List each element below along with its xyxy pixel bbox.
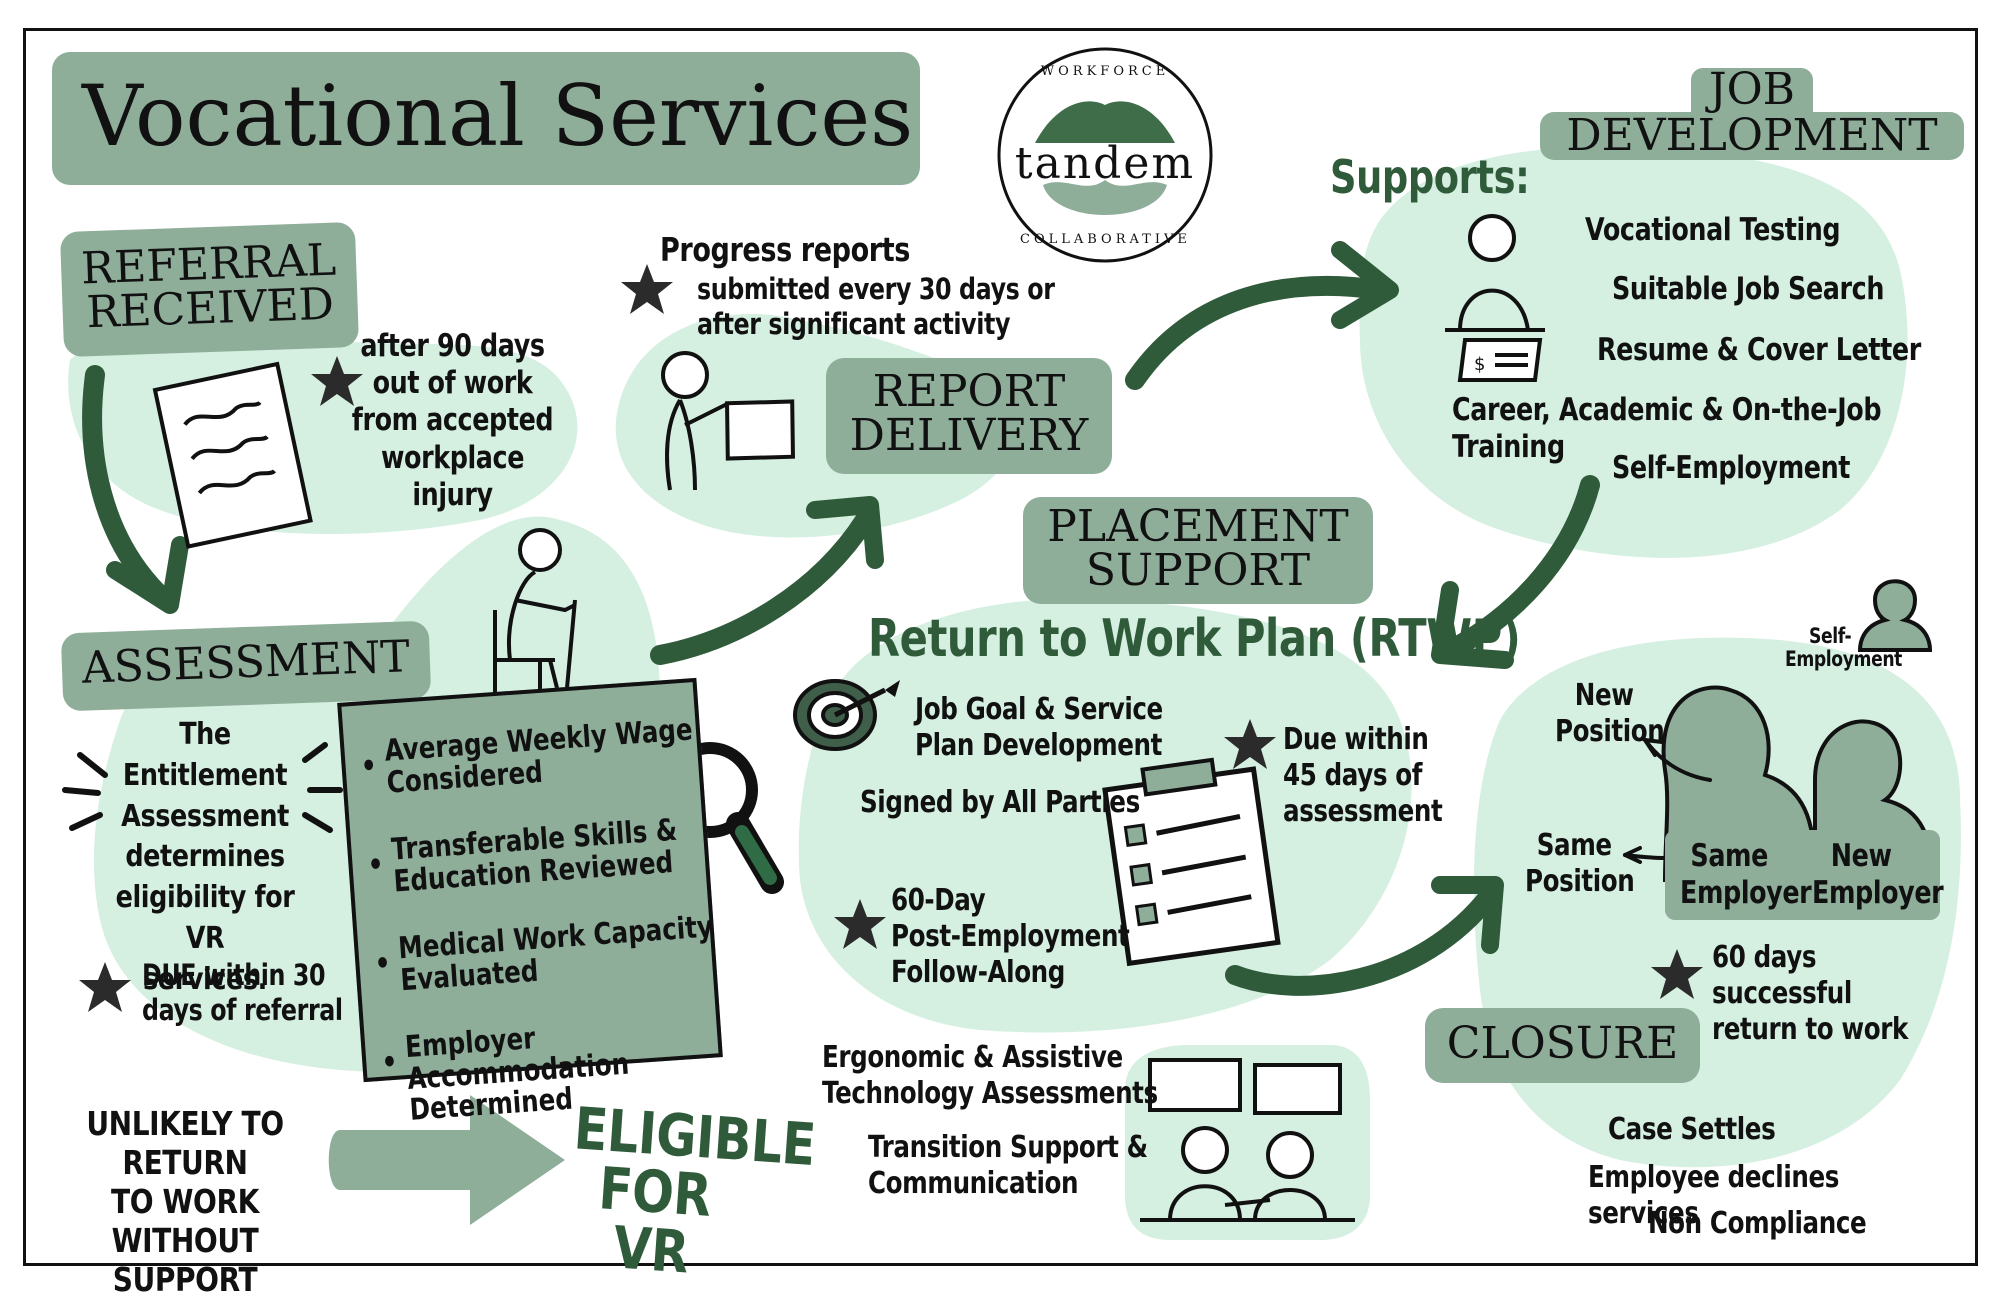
page-frame (23, 28, 1978, 1266)
placement-support-label: PLACEMENT SUPPORT (1023, 497, 1373, 604)
small-arrows (1623, 738, 1712, 864)
arrowhead-closure (1431, 876, 1504, 954)
star-icon-assessment (79, 962, 131, 1012)
person-desk-icon: $ (1445, 214, 1545, 382)
ergonomic-text: Ergonomic & Assistive Technology Assessm… (822, 1040, 1158, 1111)
referral-label: REFERRAL RECEIVED (59, 221, 360, 358)
same-position-text: Same Position (1525, 828, 1635, 899)
page-title-text: Vocational Services (82, 67, 914, 165)
closure-reason-2: Employee declines services (1588, 1160, 1839, 1231)
arrow-referral-to-assessment (82, 365, 175, 610)
arrowhead-jobdev (1331, 241, 1399, 329)
supports-heading: Supports: (1330, 150, 1530, 204)
svg-text:$: $ (1474, 354, 1485, 375)
star-icon-referral (311, 356, 363, 406)
star-icon-followalong (834, 899, 886, 949)
flow-arrows (82, 275, 1600, 996)
arrow-jobdev-to-placement (1440, 475, 1600, 660)
eligible-for-vr: ELIGIBLE FOR VR (571, 1094, 818, 1287)
transition-text: Transition Support & Communication (868, 1130, 1148, 1201)
rtwp-heading: Return to Work Plan (RTWP) (868, 609, 1521, 669)
arrowhead-placement (1431, 581, 1514, 669)
arrowhead-report (806, 496, 884, 569)
job-development-label: JOB DEVELOPMENT (1540, 58, 1964, 175)
same-employer-text: Same Employer (1680, 838, 1812, 912)
clipboard-checklist-icon (1102, 757, 1281, 967)
job-goal-text: Job Goal & Service Plan Development (915, 692, 1163, 763)
jobdev-item-3: Resume & Cover Letter (1597, 332, 1921, 368)
referral-note: after 90 days out of work from accepted … (351, 328, 554, 513)
logo-valley-icon (1043, 180, 1167, 215)
page-title: Vocational Services (52, 52, 920, 185)
report-delivery-label: REPORT DELIVERY (826, 358, 1112, 474)
arrow-report-to-jobdev (1125, 275, 1390, 390)
target-icon (793, 679, 900, 751)
self-employment-person-icon (1857, 579, 1933, 652)
employer-options-box (1665, 830, 1940, 920)
jobdev-item-4: Career, Academic & On-the-Job Training (1452, 392, 1882, 466)
logo-top-arc: WORKFORCE (1040, 64, 1170, 79)
logo-mountain-icon (1035, 101, 1175, 143)
arrow-assessment-to-report (650, 510, 875, 665)
flow-arrowheads (106, 241, 1514, 954)
signed-by-text: Signed by All Parties (860, 785, 1140, 820)
star-icon-due-45 (1224, 719, 1276, 769)
arrowhead-assessment (106, 536, 189, 614)
logo-bottom-arc: COLLABORATIVE (1020, 232, 1191, 247)
star-icons (79, 264, 1703, 1012)
progress-reports-note: submitted every 30 days or after signifi… (697, 272, 1055, 341)
eligible-arrow (328, 1095, 565, 1225)
assessment-due: DUE within 30 days of referral (142, 958, 343, 1027)
closure-reason-3: Non Compliance (1648, 1206, 1867, 1241)
tandem-logo (997, 47, 1213, 263)
seated-person-icon (493, 528, 577, 711)
jobdev-item-5: Self-Employment (1612, 450, 1851, 486)
document-icon (152, 361, 313, 549)
star-icon-report (621, 264, 673, 314)
success-text: 60 days successful return to work (1712, 940, 1908, 1047)
self-employment-text: Self- Employment (1785, 624, 1903, 672)
emphasis-lines (62, 742, 343, 833)
person-clipboard-icon (661, 351, 795, 491)
progress-reports-heading: Progress reports (660, 230, 910, 269)
criteria-item: Transferable Skills &Education Reviewed (363, 813, 711, 900)
star-icon-closure (1651, 949, 1703, 999)
assessment-label: ASSESSMENT (60, 620, 432, 712)
logo-name: tandem (1014, 138, 1196, 189)
jobdev-item-2: Suitable Job Search (1612, 271, 1885, 307)
arrow-placement-to-closure (1225, 885, 1500, 996)
followalong-text: 60-Day Post-Employment Follow-Along (891, 883, 1130, 990)
conversation-icon (1140, 1058, 1355, 1222)
new-employer-text: New Employer (1812, 838, 1944, 912)
assessment-description: The Entitlement Assessment determines el… (115, 717, 295, 997)
due-45-days-text: Due within 45 days of assessment (1283, 722, 1443, 829)
jobdev-item-1: Vocational Testing (1585, 212, 1841, 248)
eligibility-condition: UNLIKELY TO RETURN TO WORK WITHOUT SUPPO… (86, 1104, 284, 1299)
closure-reason-1: Case Settles (1608, 1112, 1776, 1147)
new-position-text: New Position (1555, 678, 1665, 749)
closure-label: CLOSURE (1425, 1008, 1700, 1083)
